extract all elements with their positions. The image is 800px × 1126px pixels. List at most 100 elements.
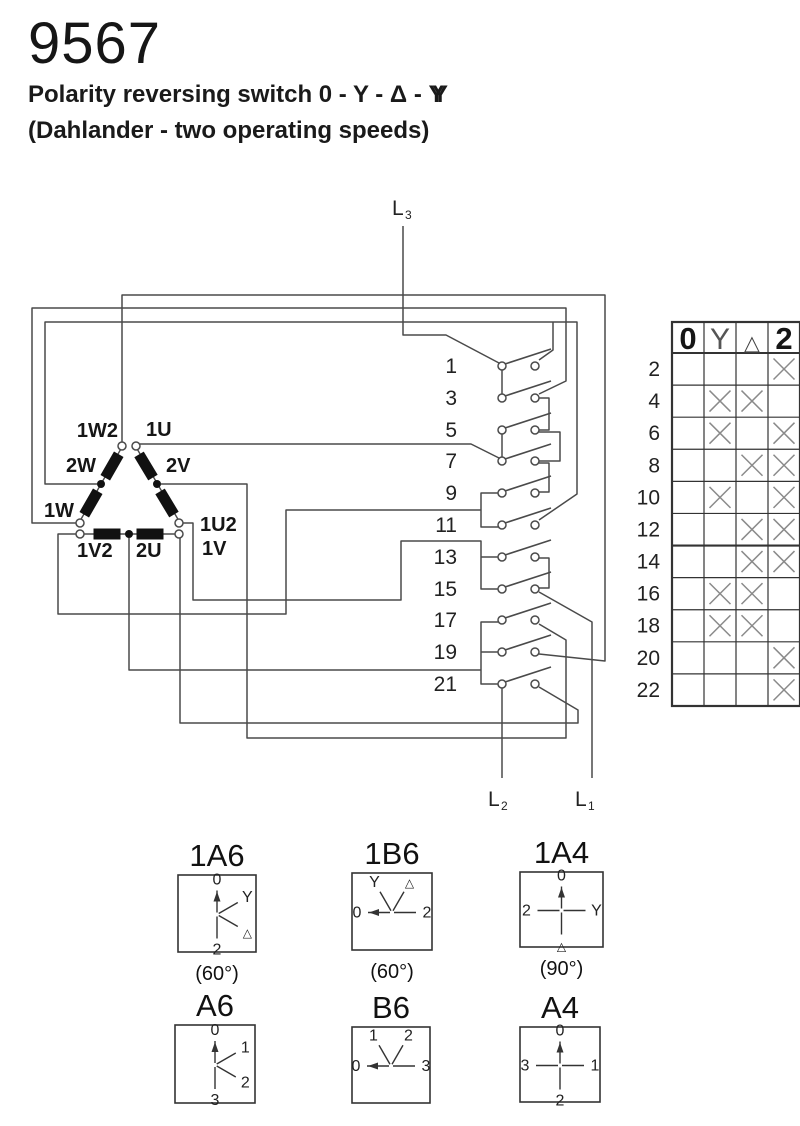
winding-terminal bbox=[117, 441, 127, 451]
contact-number: 15 bbox=[434, 578, 457, 601]
wire bbox=[480, 492, 498, 528]
contact-number: 1 bbox=[445, 355, 457, 378]
page-subtitle: (Dahlander - two operating speeds) bbox=[28, 117, 430, 144]
contact-terminal-left bbox=[497, 679, 507, 689]
tap-junction bbox=[125, 530, 133, 538]
terminal-label-1W2: 1W2 bbox=[77, 420, 118, 442]
contact-number: 17 bbox=[434, 609, 457, 632]
contact-blade bbox=[504, 602, 552, 619]
diagram-position-label: 3 bbox=[211, 1092, 220, 1109]
diagram-position-label: 2 bbox=[522, 903, 531, 920]
table-x-mark bbox=[772, 646, 796, 669]
winding-coil bbox=[100, 451, 124, 481]
diagram-position-line bbox=[216, 1052, 237, 1065]
contact-terminal-right bbox=[530, 393, 540, 403]
double-star-symbol: YY bbox=[428, 81, 449, 108]
diagram-position-label: 1 bbox=[241, 1040, 250, 1057]
diagram-position-label: 3 bbox=[422, 1058, 431, 1075]
diagram-position-label: 2 bbox=[404, 1028, 413, 1045]
diagram-position-label: 2 bbox=[556, 1093, 565, 1110]
table-x-mark bbox=[708, 422, 732, 445]
table-column-header: 0 bbox=[679, 321, 696, 356]
diagram-position-label: △ bbox=[557, 940, 567, 954]
terminal-label-1V2: 1V2 bbox=[77, 540, 113, 562]
line-label-bottom-left-sub: 2 bbox=[501, 799, 508, 813]
wire bbox=[539, 462, 550, 493]
pointer-arrow-icon bbox=[213, 891, 221, 902]
diagram-angle-label: (60°) bbox=[195, 963, 239, 985]
diagram-position-line bbox=[392, 891, 405, 912]
terminal-label-1V: 1V bbox=[202, 538, 227, 560]
table-x-mark bbox=[740, 390, 764, 413]
contact-number: 9 bbox=[445, 482, 457, 505]
contact-terminal-right bbox=[530, 456, 540, 466]
diagram-position-label: 2 bbox=[213, 942, 222, 959]
winding-coil bbox=[93, 528, 121, 540]
tap-junction bbox=[153, 480, 161, 488]
line-label-bottom-right: L bbox=[575, 788, 587, 811]
table-x-mark bbox=[740, 582, 764, 605]
diagram-title: B6 bbox=[372, 990, 410, 1025]
contact-blade bbox=[504, 571, 552, 588]
table-x-mark bbox=[740, 550, 764, 573]
table-x-mark bbox=[740, 454, 764, 477]
contact-number: 19 bbox=[434, 641, 457, 664]
wiring-lines bbox=[31, 226, 606, 778]
contact-number: 7 bbox=[445, 450, 457, 473]
table-x-mark bbox=[772, 422, 796, 445]
pointer-arrow-icon bbox=[368, 1062, 378, 1070]
diagram-position-line bbox=[378, 1044, 391, 1065]
contact-terminal-left bbox=[497, 488, 507, 498]
supply-line-labels: L 3 L 2 L 1 bbox=[392, 197, 595, 813]
wire bbox=[480, 621, 498, 685]
diagram-position-label: Y bbox=[591, 903, 602, 920]
contact-terminal-right bbox=[530, 552, 540, 562]
contact-blade bbox=[504, 348, 552, 365]
diagram-position-label: 0 bbox=[557, 868, 566, 885]
table-x-mark bbox=[772, 518, 796, 541]
table-x-mark bbox=[772, 678, 796, 701]
diagram-position-label: 2 bbox=[423, 905, 432, 922]
contact-terminal-right bbox=[530, 647, 540, 657]
table-column-header: 2 bbox=[775, 321, 792, 356]
pointer-arrow-icon bbox=[558, 887, 565, 898]
winding-terminal bbox=[131, 441, 141, 451]
pointer-arrow-icon bbox=[556, 1042, 564, 1053]
contact-terminal-right bbox=[530, 584, 540, 594]
wire bbox=[31, 307, 567, 524]
contact-terminal-right bbox=[530, 520, 540, 530]
diagram-position-line bbox=[216, 1065, 237, 1078]
winding-terminal bbox=[75, 529, 85, 539]
contact-terminal-left bbox=[497, 552, 507, 562]
diagram-position-label: 0 bbox=[211, 1022, 220, 1039]
contact-blade bbox=[504, 666, 552, 683]
table-row-label: 6 bbox=[648, 422, 660, 445]
diagram-angle-label: (90°) bbox=[540, 958, 584, 980]
table-column-header: △ bbox=[744, 332, 761, 355]
table-x-mark bbox=[772, 486, 796, 509]
terminal-label-2U: 2U bbox=[136, 540, 162, 562]
diagram-title: 1B6 bbox=[364, 836, 419, 871]
table-x-mark bbox=[772, 454, 796, 477]
table-row-label: 14 bbox=[637, 551, 661, 574]
table-row-label: 22 bbox=[637, 679, 660, 702]
wire bbox=[140, 443, 500, 459]
line-label-bottom-left: L bbox=[488, 788, 500, 811]
table-x-mark bbox=[708, 486, 732, 509]
diagram-position-line bbox=[218, 914, 239, 928]
diagram-box bbox=[174, 1024, 256, 1104]
contact-terminal-left bbox=[497, 584, 507, 594]
diagram-title: 1A4 bbox=[534, 835, 589, 870]
diagram-angle-label: (60°) bbox=[370, 961, 414, 983]
title-text: Polarity reversing switch 0 - Y - Δ - bbox=[28, 81, 429, 108]
diagram-box bbox=[351, 872, 433, 951]
table-x-mark bbox=[740, 518, 764, 541]
table-row-label: 10 bbox=[637, 486, 660, 509]
wire bbox=[538, 322, 554, 361]
pointer-arrow-icon bbox=[211, 1042, 219, 1052]
wire bbox=[538, 591, 593, 778]
contact-terminal-right bbox=[530, 679, 540, 689]
diagram-position-label: 1 bbox=[591, 1058, 600, 1075]
